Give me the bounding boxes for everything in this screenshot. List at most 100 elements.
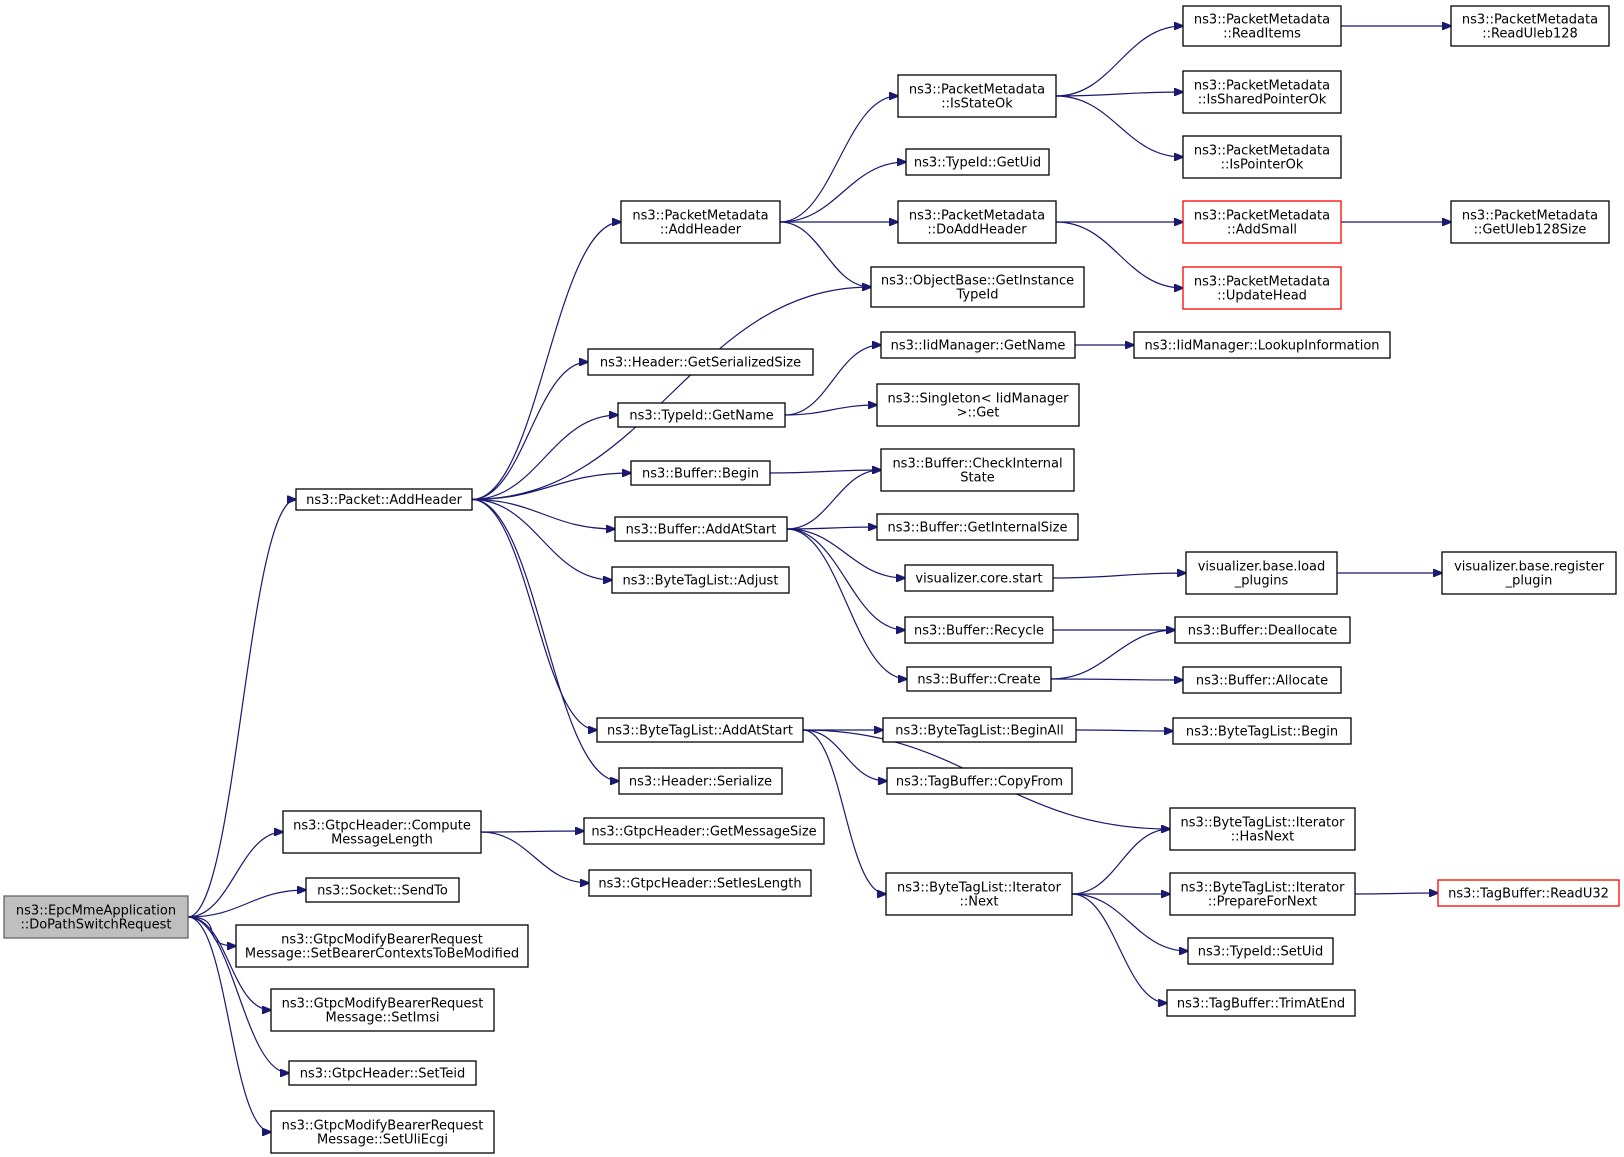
edge-typeid_getname-to-iidmgr_getname [784, 345, 881, 416]
node-btl_addatstart[interactable]: ns3::ByteTagList::AddAtStart [596, 717, 804, 743]
node-buffer_begin[interactable]: ns3::Buffer::Begin [630, 460, 771, 486]
node-tagbuf_copyfrom[interactable]: ns3::TagBuffer::CopyFrom [886, 767, 1073, 795]
node-box-pm_updatehead [1182, 266, 1342, 310]
node-header_getsersize[interactable]: ns3::Header::GetSerializedSize [587, 348, 814, 376]
node-label-viz_core_start-line-0: visualizer.core.start [915, 572, 1042, 587]
node-btl_begin[interactable]: ns3::ByteTagList::Begin [1172, 717, 1352, 745]
edge-buffer_addatstart-to-buffer_getinternalsize [786, 527, 877, 529]
node-pm_isptrok[interactable]: ns3::PacketMetadata::IsPointerOk [1182, 135, 1342, 179]
node-box-pm_addsmall [1182, 200, 1342, 244]
node-label-pm_isstateok-line-1: ::IsStateOk [941, 97, 1013, 112]
node-pm_isstateok[interactable]: ns3::PacketMetadata::IsStateOk [897, 74, 1057, 118]
edge-buffer_begin-to-buffer_checkinternal [769, 470, 881, 473]
node-buffer_deallocate[interactable]: ns3::Buffer::Deallocate [1174, 616, 1351, 644]
node-label-gtpc_compute-line-1: MessageLength [331, 833, 433, 848]
node-buffer_recycle[interactable]: ns3::Buffer::Recycle [904, 616, 1054, 644]
node-label-viz_base_register-line-1: _plugin [1505, 574, 1553, 589]
node-header_serialize[interactable]: ns3::Header::Serialize [618, 767, 783, 795]
node-label-buffer_begin-line-0: ns3::Buffer::Begin [642, 467, 759, 482]
node-label-buffer_checkinternal-line-0: ns3::Buffer::CheckInternal [892, 457, 1062, 472]
node-buffer_addatstart[interactable]: ns3::Buffer::AddAtStart [614, 516, 788, 542]
node-btl_iter_next[interactable]: ns3::ByteTagList::Iterator::Next [885, 872, 1073, 916]
node-box-viz_core_start [904, 564, 1054, 592]
node-pm_addsmall[interactable]: ns3::PacketMetadata::AddSmall [1182, 200, 1342, 244]
node-root[interactable]: ns3::EpcMmeApplication::DoPathSwitchRequ… [3, 895, 189, 939]
node-box-gtpc_setimsi [270, 988, 495, 1032]
node-box-iidmgr_getname [880, 331, 1076, 359]
node-packet_addheader[interactable]: ns3::Packet::AddHeader [295, 488, 473, 511]
node-pm_doaddheader[interactable]: ns3::PacketMetadata::DoAddHeader [897, 200, 1057, 244]
edge-packet_addheader-to-header_serialize [471, 498, 619, 782]
node-box-btl_beginall [882, 717, 1077, 743]
edge-buffer_addatstart-to-buffer_recycle [786, 528, 905, 630]
node-label-pm_readitems-line-0: ns3::PacketMetadata [1194, 13, 1330, 28]
node-pm_addheader[interactable]: ns3::PacketMetadata::AddHeader [620, 200, 781, 244]
edge-pm_doaddheader-to-pm_updatehead [1055, 221, 1183, 288]
node-tagbuf_trimatend[interactable]: ns3::TagBuffer::TrimAtEnd [1166, 989, 1356, 1017]
node-gtpc_setteid[interactable]: ns3::GtpcHeader::SetTeid [288, 1060, 477, 1086]
node-tagbuf_readu32[interactable]: ns3::TagBuffer::ReadU32 [1437, 879, 1620, 907]
node-box-iidmgr_lookup [1133, 331, 1391, 359]
node-typeid_getname[interactable]: ns3::TypeId::GetName [617, 402, 786, 428]
node-label-viz_base_register-line-0: visualizer.base.register [1454, 560, 1605, 575]
node-typeid_getuid[interactable]: ns3::TypeId::GetUid [905, 148, 1050, 176]
edge-btl_iter_next-to-typeid_setuid [1071, 893, 1188, 951]
edge-buffer_addatstart-to-viz_core_start [786, 528, 905, 578]
node-gtpc_setimsi[interactable]: ns3::GtpcModifyBearerRequestMessage::Set… [270, 988, 495, 1032]
node-label-pm_getuleb128size-line-0: ns3::PacketMetadata [1462, 209, 1598, 224]
edge-buffer_create-to-buffer_deallocate [1050, 630, 1175, 680]
node-viz_core_start[interactable]: visualizer.core.start [904, 564, 1054, 592]
node-gtpc_getmsgsize[interactable]: ns3::GtpcHeader::GetMessageSize [583, 817, 825, 845]
node-gtpc_setuliecgi[interactable]: ns3::GtpcModifyBearerRequestMessage::Set… [270, 1110, 495, 1154]
node-gtpc_setbearer[interactable]: ns3::GtpcModifyBearerRequestMessage::Set… [235, 924, 529, 968]
node-box-pm_addheader [620, 200, 781, 244]
node-socket_sendto[interactable]: ns3::Socket::SendTo [305, 877, 460, 903]
node-label-pm_addheader-line-1: ::AddHeader [660, 223, 742, 238]
node-gtpc_setieslength[interactable]: ns3::GtpcHeader::SetIesLength [588, 869, 812, 897]
node-box-pm_getuleb128size [1450, 200, 1610, 244]
node-box-btl_iter_prepare [1169, 872, 1356, 916]
edge-root-to-gtpc_setteid [187, 916, 289, 1073]
node-singleton_get[interactable]: ns3::Singleton< IidManager>::Get [876, 383, 1080, 427]
node-label-objbase_getinst-line-0: ns3::ObjectBase::GetInstance [881, 274, 1074, 289]
node-iidmgr_getname[interactable]: ns3::IidManager::GetName [880, 331, 1076, 359]
node-label-btl_iter_prepare-line-1: ::PrepareForNext [1208, 895, 1317, 910]
edge-btl_iter_prepare-to-tagbuf_readu32 [1354, 893, 1438, 894]
node-iidmgr_lookup[interactable]: ns3::IidManager::LookupInformation [1133, 331, 1391, 359]
node-btl_adjust[interactable]: ns3::ByteTagList::Adjust [611, 566, 790, 594]
edge-btl_beginall-to-btl_begin [1075, 730, 1173, 731]
node-label-typeid_getuid-line-0: ns3::TypeId::GetUid [914, 156, 1041, 171]
node-box-typeid_getuid [905, 148, 1050, 176]
node-label-typeid_setuid-line-0: ns3::TypeId::SetUid [1198, 945, 1323, 960]
node-pm_readitems[interactable]: ns3::PacketMetadata::ReadItems [1182, 5, 1342, 47]
node-box-btl_iter_hasnext [1169, 807, 1356, 851]
node-btl_iter_prepare[interactable]: ns3::ByteTagList::Iterator::PrepareForNe… [1169, 872, 1356, 916]
node-viz_base_load[interactable]: visualizer.base.load_plugins [1185, 551, 1338, 595]
node-label-gtpc_setuliecgi-line-0: ns3::GtpcModifyBearerRequest [282, 1119, 484, 1134]
node-box-buffer_deallocate [1174, 616, 1351, 644]
node-label-objbase_getinst-line-1: TypeId [956, 288, 999, 303]
edge-pm_isstateok-to-pm_issharedptrok [1055, 92, 1183, 97]
node-buffer_create[interactable]: ns3::Buffer::Create [906, 666, 1052, 692]
node-pm_getuleb128size[interactable]: ns3::PacketMetadata::GetUleb128Size [1450, 200, 1610, 244]
node-box-singleton_get [876, 383, 1080, 427]
node-buffer_getinternalsize[interactable]: ns3::Buffer::GetInternalSize [876, 513, 1079, 541]
node-btl_iter_hasnext[interactable]: ns3::ByteTagList::Iterator::HasNext [1169, 807, 1356, 851]
node-label-pm_updatehead-line-1: ::UpdateHead [1217, 289, 1307, 304]
edge-packet_addheader-to-buffer_addatstart [471, 498, 615, 530]
node-pm_readuleb128[interactable]: ns3::PacketMetadata::ReadUleb128 [1450, 5, 1610, 47]
node-label-buffer_allocate-line-0: ns3::Buffer::Allocate [1196, 674, 1328, 689]
node-label-singleton_get-line-0: ns3::Singleton< IidManager [887, 392, 1069, 407]
edge-typeid_getname-to-singleton_get [784, 405, 877, 416]
node-label-header_getsersize-line-0: ns3::Header::GetSerializedSize [600, 356, 801, 371]
node-viz_base_register[interactable]: visualizer.base.register_plugin [1441, 551, 1617, 595]
node-pm_updatehead[interactable]: ns3::PacketMetadata::UpdateHead [1182, 266, 1342, 310]
node-btl_beginall[interactable]: ns3::ByteTagList::BeginAll [882, 717, 1077, 743]
node-typeid_setuid[interactable]: ns3::TypeId::SetUid [1187, 937, 1334, 965]
node-pm_issharedptrok[interactable]: ns3::PacketMetadata::IsSharedPointerOk [1182, 70, 1342, 114]
node-box-pm_doaddheader [897, 200, 1057, 244]
node-buffer_allocate[interactable]: ns3::Buffer::Allocate [1182, 666, 1342, 694]
